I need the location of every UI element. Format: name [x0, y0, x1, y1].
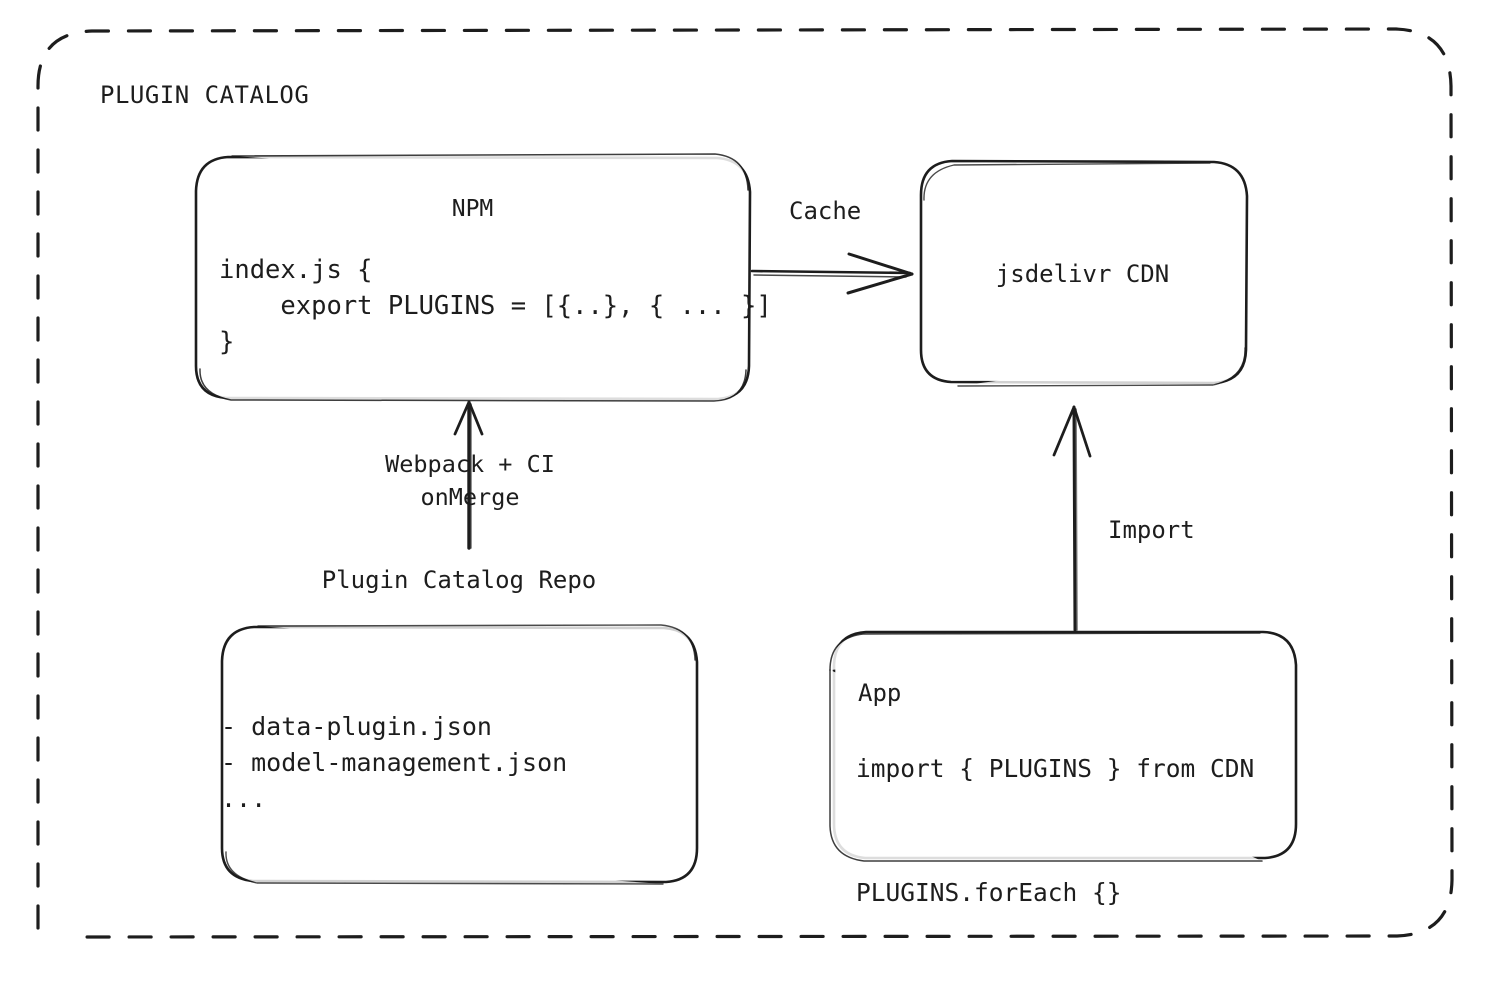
repo-node-file-list: - data-plugin.json - model-management.js…: [221, 712, 568, 813]
app-node-title: App: [858, 679, 902, 707]
group-title: PLUGIN CATALOG: [100, 81, 310, 109]
cdn-node-title: jsdelivr CDN: [995, 260, 1170, 288]
repo-node-caption: Plugin Catalog Repo: [321, 566, 597, 594]
edge-cache-arrow: [750, 252, 914, 295]
edge-import-arrow: [1052, 405, 1092, 632]
npm-node-title: NPM: [451, 196, 494, 222]
edge-label-cache: Cache: [789, 197, 862, 225]
edge-label-build: Webpack + CI onMerge: [385, 450, 555, 511]
app-node-code: import { PLUGINS } from CDN PLUGINS.forE…: [856, 754, 1255, 907]
npm-node-code: index.js { export PLUGINS = [{..}, { ...…: [219, 255, 772, 357]
edge-label-import: Import: [1108, 516, 1195, 544]
